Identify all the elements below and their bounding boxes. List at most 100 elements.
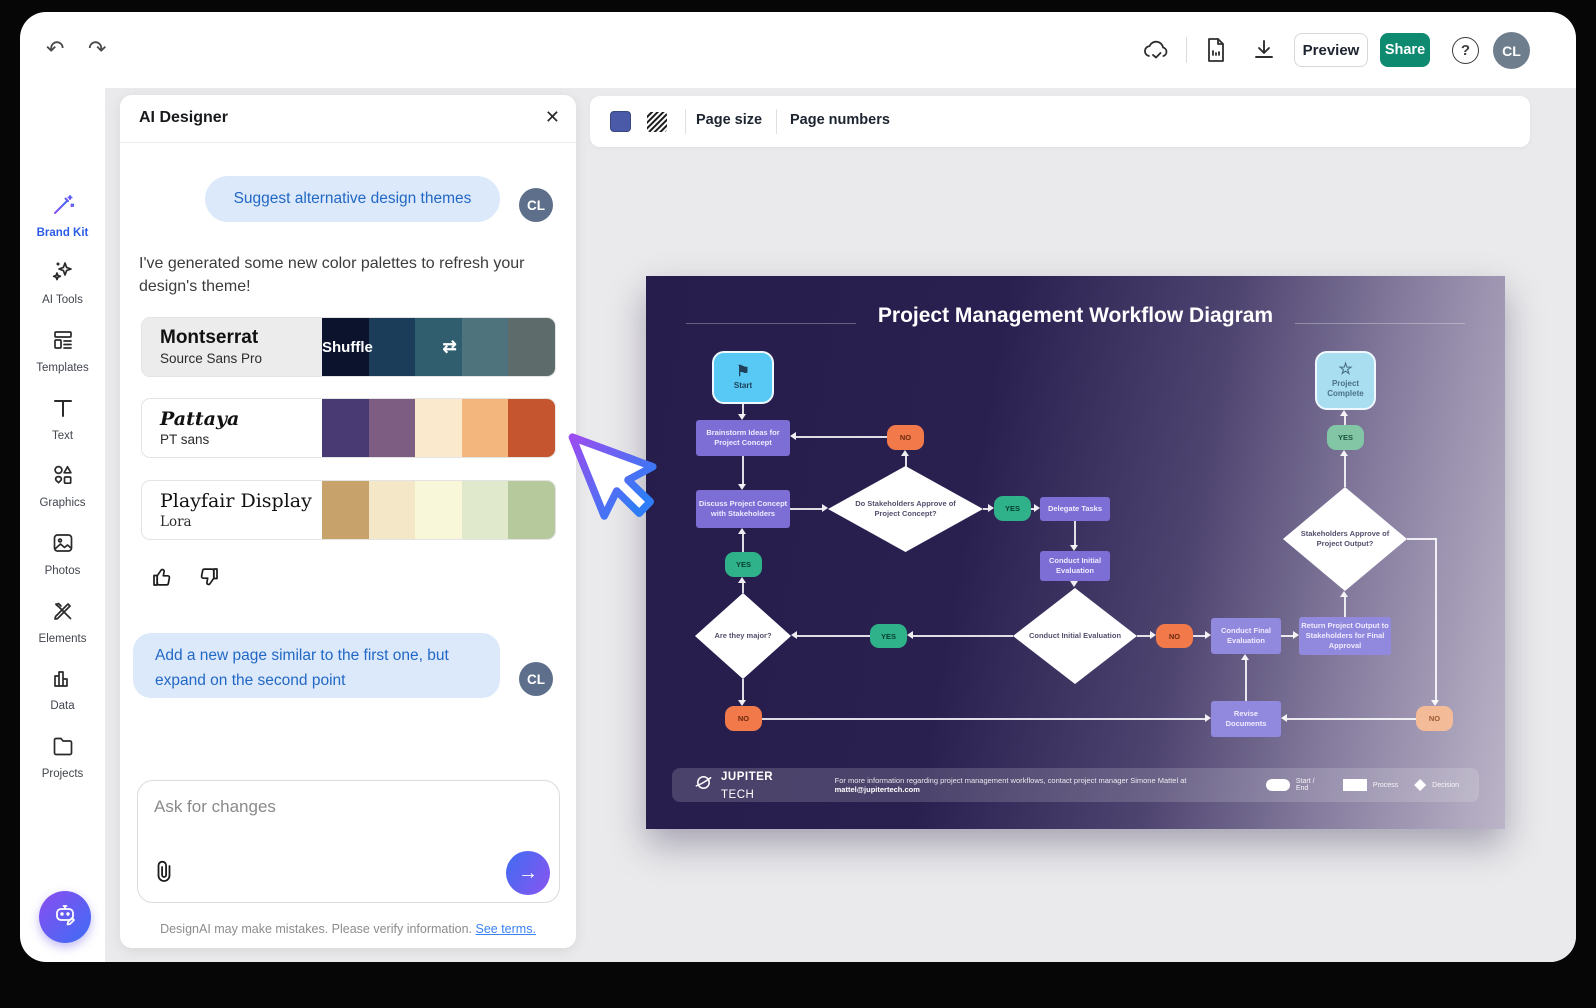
help-icon[interactable]: ? bbox=[1452, 37, 1479, 64]
flow-decision-are-major[interactable]: Are they major? bbox=[695, 593, 791, 679]
user-message-bubble: Add a new page similar to the first one,… bbox=[133, 633, 500, 698]
legend-decision: Decision bbox=[1414, 779, 1459, 791]
arrowhead bbox=[738, 414, 746, 420]
flow-node-discuss[interactable]: Discuss Project Concept with Stakeholder… bbox=[696, 490, 790, 528]
flow-label-yes[interactable]: YES bbox=[725, 552, 762, 577]
brand-lockup: JUPITER TECH bbox=[694, 767, 809, 803]
flow-label-yes[interactable]: YES bbox=[870, 624, 907, 648]
design-page[interactable]: Project Management Workflow Diagram ⚑ St… bbox=[646, 276, 1505, 829]
connector bbox=[905, 456, 907, 467]
shapes-icon bbox=[50, 462, 76, 493]
flow-node-complete[interactable]: ☆ Project Complete bbox=[1315, 351, 1376, 410]
flow-node-return-output[interactable]: Return Project Output to Stakeholders fo… bbox=[1299, 617, 1391, 655]
shuffle-icon: ⇄ bbox=[442, 337, 457, 356]
sidebar-item-projects[interactable]: Projects bbox=[20, 733, 105, 785]
connector bbox=[797, 635, 870, 637]
sidebar-item-label: Brand Kit bbox=[36, 227, 89, 239]
disclaimer: DesignAI may make mistakes. Please verif… bbox=[120, 922, 576, 936]
connector bbox=[1344, 416, 1346, 425]
attachment-icon[interactable] bbox=[152, 859, 176, 890]
legend-label: Start / End bbox=[1295, 778, 1315, 792]
palette-card-montserrat[interactable]: Montserrat Source Sans Pro Shuffle ⇄ bbox=[141, 317, 556, 377]
flow-label-no[interactable]: NO bbox=[887, 425, 924, 450]
preview-button[interactable]: Preview bbox=[1294, 33, 1368, 67]
user-message-bubble: Suggest alternative design themes bbox=[205, 176, 500, 222]
cloud-sync-icon[interactable] bbox=[1142, 38, 1170, 67]
arrowhead bbox=[738, 700, 746, 706]
legend-label: Process bbox=[1372, 781, 1399, 789]
arrowhead bbox=[738, 484, 746, 490]
diamond-shape bbox=[1414, 779, 1427, 791]
sidebar-item-text[interactable]: Text bbox=[20, 395, 105, 447]
flow-label-no[interactable]: NO bbox=[1156, 624, 1193, 648]
sidebar-item-data[interactable]: Data bbox=[20, 665, 105, 717]
send-button[interactable]: → bbox=[506, 851, 550, 895]
flow-node-conduct-initial[interactable]: Conduct Initial Evaluation bbox=[1040, 551, 1110, 581]
flow-decision-approve-output[interactable]: Stakeholders Approve of Project Output? bbox=[1283, 487, 1407, 591]
palette-font-pair: PT sans bbox=[160, 432, 210, 447]
sidebar-item-label: AI Tools bbox=[42, 294, 83, 306]
diagram-title: Project Management Workflow Diagram bbox=[877, 304, 1274, 327]
connector bbox=[790, 508, 823, 510]
flow-node-revise[interactable]: Revise Documents bbox=[1211, 701, 1281, 737]
flow-decision-conduct-initial[interactable]: Conduct Initial Evaluation bbox=[1013, 588, 1137, 684]
flow-node-conduct-final[interactable]: Conduct Final Evaluation bbox=[1211, 618, 1281, 654]
sidebar-item-graphics[interactable]: Graphics bbox=[20, 462, 105, 514]
sidebar-item-label: Projects bbox=[41, 768, 84, 780]
flow-label-yes[interactable]: YES bbox=[994, 496, 1031, 521]
sidebar-item-photos[interactable]: Photos bbox=[20, 530, 105, 582]
toolbar-divider bbox=[776, 109, 777, 134]
text-icon bbox=[50, 395, 76, 426]
undo-icon[interactable]: ↶ bbox=[46, 36, 65, 61]
close-icon[interactable]: ✕ bbox=[544, 107, 560, 127]
node-label: Project Complete bbox=[1327, 379, 1364, 398]
page-color-swatch[interactable] bbox=[610, 111, 631, 132]
rect-shape bbox=[1342, 779, 1367, 791]
page-size-button[interactable]: Page size bbox=[696, 112, 763, 128]
flow-node-delegate[interactable]: Delegate Tasks bbox=[1040, 497, 1110, 521]
connector bbox=[1344, 456, 1346, 487]
flow-label-yes[interactable]: YES bbox=[1327, 425, 1364, 450]
flow-node-start[interactable]: ⚑ Start bbox=[712, 351, 774, 404]
shuffle-button[interactable]: Shuffle ⇄ bbox=[322, 318, 555, 376]
canvas-toolbar: Page size Page numbers bbox=[590, 96, 1530, 147]
connector bbox=[1281, 635, 1294, 637]
sidebar-item-brand-kit[interactable]: Brand Kit bbox=[20, 192, 105, 244]
document-stats-icon[interactable] bbox=[1205, 37, 1227, 68]
sidebar-item-elements[interactable]: Elements bbox=[20, 598, 105, 650]
sidebar-item-templates[interactable]: Templates bbox=[20, 327, 105, 379]
legend: Start / End Process Decision bbox=[1265, 778, 1459, 792]
sidebar-item-ai-tools[interactable]: AI Tools bbox=[20, 259, 105, 311]
thumbs-down-icon[interactable] bbox=[196, 565, 220, 594]
share-button[interactable]: Share bbox=[1380, 33, 1430, 67]
connector bbox=[742, 583, 744, 593]
flow-node-brainstorm[interactable]: Brainstorm Ideas for Project Concept bbox=[696, 420, 790, 456]
palette-font-name: Pattaya bbox=[160, 408, 240, 430]
palette-font-name: Montserrat bbox=[160, 327, 259, 348]
redo-icon[interactable]: ↷ bbox=[88, 36, 107, 61]
see-terms-link[interactable]: See terms. bbox=[475, 922, 536, 936]
palette-font-pair: Source Sans Pro bbox=[160, 351, 263, 366]
folder-icon bbox=[50, 733, 76, 764]
pattern-swatch-icon[interactable] bbox=[646, 111, 668, 138]
palette-card-pattaya[interactable]: Pattaya PT sans bbox=[141, 398, 556, 458]
legend-label: Decision bbox=[1432, 781, 1459, 789]
page-numbers-button[interactable]: Page numbers bbox=[790, 112, 890, 128]
ai-assistant-button[interactable] bbox=[39, 891, 91, 943]
chat-input[interactable]: Ask for changes bbox=[137, 780, 560, 903]
arrowhead bbox=[738, 528, 746, 534]
palette-card-playfair[interactable]: Playfair Display Lora bbox=[141, 480, 556, 540]
brand-bold: JUPITER bbox=[721, 771, 774, 783]
star-icon: ☆ bbox=[1338, 361, 1353, 379]
download-icon[interactable] bbox=[1252, 38, 1276, 67]
user-avatar[interactable]: CL bbox=[1493, 32, 1530, 69]
thumbs-up-icon[interactable] bbox=[151, 565, 175, 594]
bar-chart-icon bbox=[50, 665, 76, 696]
arrowhead bbox=[907, 631, 913, 639]
flow-decision-approve-concept[interactable]: Do Stakeholders Approve of Project Conce… bbox=[828, 466, 983, 552]
connector bbox=[1407, 538, 1436, 540]
connector bbox=[796, 436, 887, 438]
flow-label-no[interactable]: NO bbox=[725, 706, 762, 731]
color-swatch bbox=[508, 481, 555, 539]
flow-label-no[interactable]: NO bbox=[1416, 706, 1453, 731]
